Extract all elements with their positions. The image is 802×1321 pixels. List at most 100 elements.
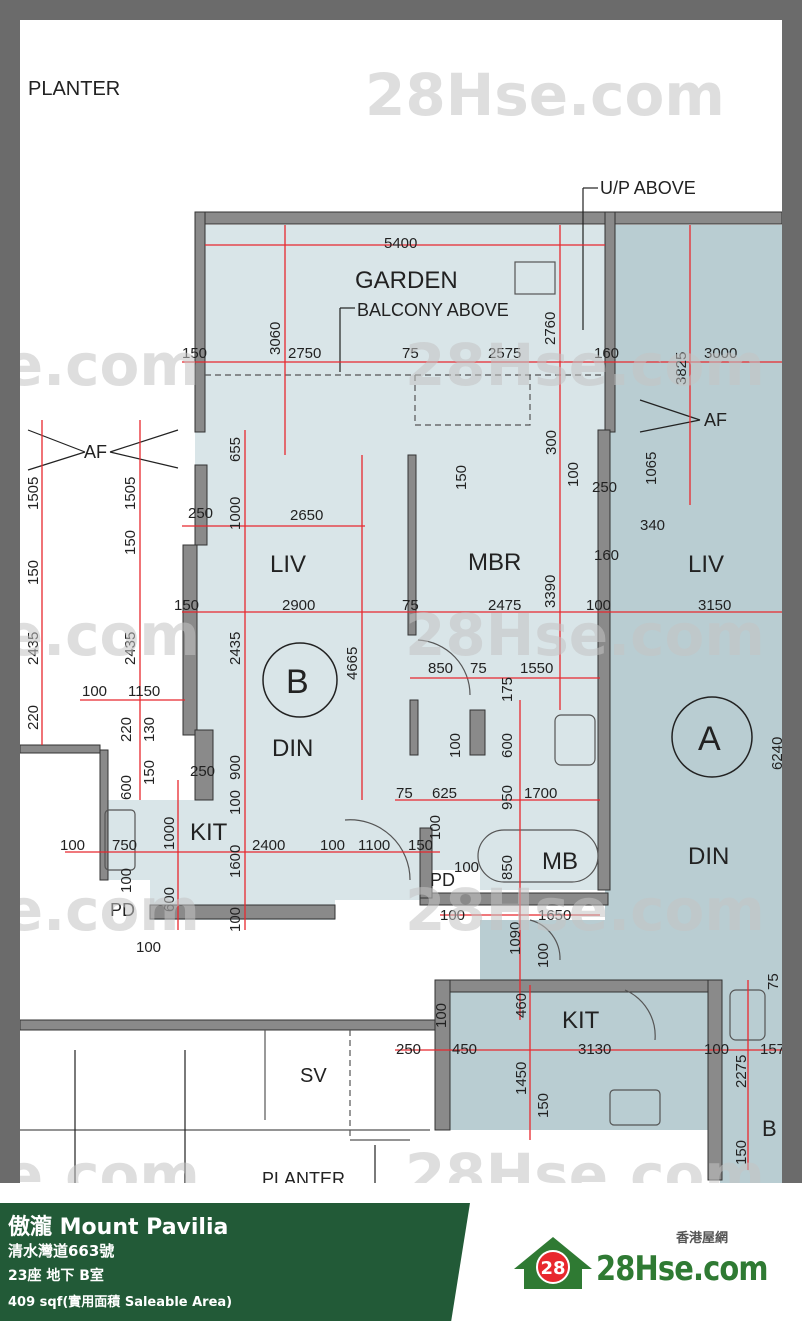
- dim-2275: 2275: [733, 1055, 750, 1088]
- dim-100l: 100: [440, 907, 465, 924]
- label-balcony-above: BALCONY ABOVE: [357, 300, 509, 320]
- label-planter-bottom: PLANTER: [262, 1169, 345, 1183]
- wall-left-liv: [194, 464, 208, 546]
- watermark-text-8: 28Hse.com: [20, 876, 200, 944]
- house-logo-icon: 28: [514, 1237, 592, 1289]
- unit-a-circle: [671, 696, 753, 778]
- dim-160a: 160: [594, 345, 619, 362]
- label-unit-b-partial: B: [762, 1116, 777, 1141]
- dim-3150: 3150: [698, 597, 731, 614]
- dim-150d: 150: [25, 560, 42, 585]
- wall-mb-bottom: [419, 892, 609, 906]
- dim-1505b: 1505: [122, 477, 139, 510]
- label-pd-left: PD: [110, 900, 135, 920]
- label-mb: MB: [542, 848, 578, 875]
- wall-mb-left: [419, 827, 433, 899]
- wall-party: [597, 429, 611, 891]
- dim-1650: 1650: [538, 907, 571, 924]
- dim-130: 130: [141, 717, 158, 742]
- label-mbr: MBR: [468, 549, 521, 576]
- dim-1100: 1100: [358, 837, 390, 854]
- dim-250a: 250: [592, 479, 617, 496]
- dim-150e: 150: [174, 597, 199, 614]
- dim-75a: 75: [402, 345, 419, 362]
- label-planter-top: PLANTER: [28, 78, 120, 100]
- dim-4665: 4665: [344, 647, 361, 680]
- label-liv-b: LIV: [270, 551, 306, 578]
- estate-name: 傲瀧 Mount Pavilia: [8, 1215, 229, 1240]
- dim-160b: 160: [594, 547, 619, 564]
- saleable-area: 409 sqf(實用面積 Saleable Area): [8, 1295, 233, 1310]
- dim-3000: 3000: [704, 345, 737, 362]
- dim-460: 460: [513, 993, 530, 1018]
- corridor-outline: [20, 1129, 430, 1141]
- watermark-text-1: 28Hse.com: [365, 61, 725, 129]
- brand-wordmark: 28Hse.com: [596, 1249, 768, 1289]
- wall-left-unit: [20, 744, 101, 754]
- wall-left-garden: [194, 211, 206, 433]
- dim-150f: 150: [141, 760, 158, 785]
- dim-300: 300: [543, 430, 560, 455]
- dim-250d: 250: [396, 1041, 421, 1058]
- watermark-text-7: 28Hse.com: [20, 601, 200, 669]
- label-af-right: AF: [704, 410, 727, 430]
- dim-6240: 6240: [769, 737, 782, 770]
- dim-100i: 100: [454, 859, 479, 876]
- dim-1090: 1090: [507, 922, 524, 955]
- sink-mb: [554, 714, 596, 766]
- dim-100h: 100: [427, 815, 444, 840]
- floor-plan: PLANTER U/P ABOVE GARDEN BALCONY ABOVE A…: [20, 61, 782, 1183]
- dim-100c: 100: [82, 683, 107, 700]
- dim-100o: 100: [433, 1003, 450, 1028]
- dim-1450: 1450: [513, 1062, 530, 1095]
- dim-1700: 1700: [524, 785, 557, 802]
- dim-100j: 100: [118, 868, 135, 893]
- dim-75e: 75: [765, 973, 782, 990]
- watermark-text-6: 28Hse.com: [20, 331, 200, 399]
- dim-750: 750: [112, 837, 137, 854]
- dim-2475: 2475: [488, 597, 521, 614]
- wall-left-low: [194, 729, 214, 801]
- wall-mbr-partition: [407, 454, 417, 636]
- watermark-text-3: 28Hse.com: [405, 601, 765, 669]
- wall-kit-b-left: [99, 749, 109, 881]
- dim-2435c: 2435: [227, 632, 244, 665]
- label-af-left: AF: [84, 442, 107, 462]
- dim-150h: 150: [535, 1093, 552, 1118]
- dim-150g: 150: [408, 837, 433, 854]
- door-swing-mbr: [417, 639, 471, 696]
- dim-950: 950: [499, 785, 516, 810]
- kit-b-counter: [104, 809, 136, 871]
- logo-badge-number: 28: [540, 1258, 565, 1279]
- dim-2650: 2650: [290, 507, 323, 524]
- dim-250c: 250: [190, 763, 215, 780]
- dim-3130: 3130: [578, 1041, 611, 1058]
- wall-kit-a-right: [707, 979, 723, 1181]
- label-pd-mid: PD: [430, 870, 455, 890]
- dim-3825: 3825: [673, 352, 690, 385]
- watermark-text-2: 28Hse.com: [405, 331, 765, 399]
- unit-b-circle: [262, 642, 338, 718]
- dim-100e: 100: [227, 790, 244, 815]
- label-sv: SV: [300, 1065, 327, 1087]
- dim-655: 655: [227, 437, 244, 462]
- dim-2400: 2400: [252, 837, 285, 854]
- dim-150i: 150: [733, 1140, 750, 1165]
- bathtub-mb: [477, 829, 599, 883]
- label-unit-a: A: [698, 720, 721, 758]
- dim-220a: 220: [25, 705, 42, 730]
- dim-900: 900: [227, 755, 244, 780]
- wall-kit-a-left: [434, 979, 451, 1131]
- dim-850a: 850: [428, 660, 453, 677]
- label-kit-a: KIT: [562, 1007, 600, 1034]
- listing-footer: 傲瀧 Mount Pavilia 清水灣道663號 23座 地下 B室 409 …: [0, 1183, 802, 1321]
- label-kit-b: KIT: [190, 819, 228, 846]
- label-up-above: U/P ABOVE: [600, 178, 696, 198]
- kit-a-counter: [609, 1089, 661, 1126]
- dim-1600: 1600: [227, 845, 244, 878]
- wall-wc2: [469, 709, 486, 756]
- dim-150b: 150: [453, 465, 470, 490]
- dim-600b: 600: [118, 775, 135, 800]
- dim-1065: 1065: [643, 452, 660, 485]
- dim-450: 450: [452, 1041, 477, 1058]
